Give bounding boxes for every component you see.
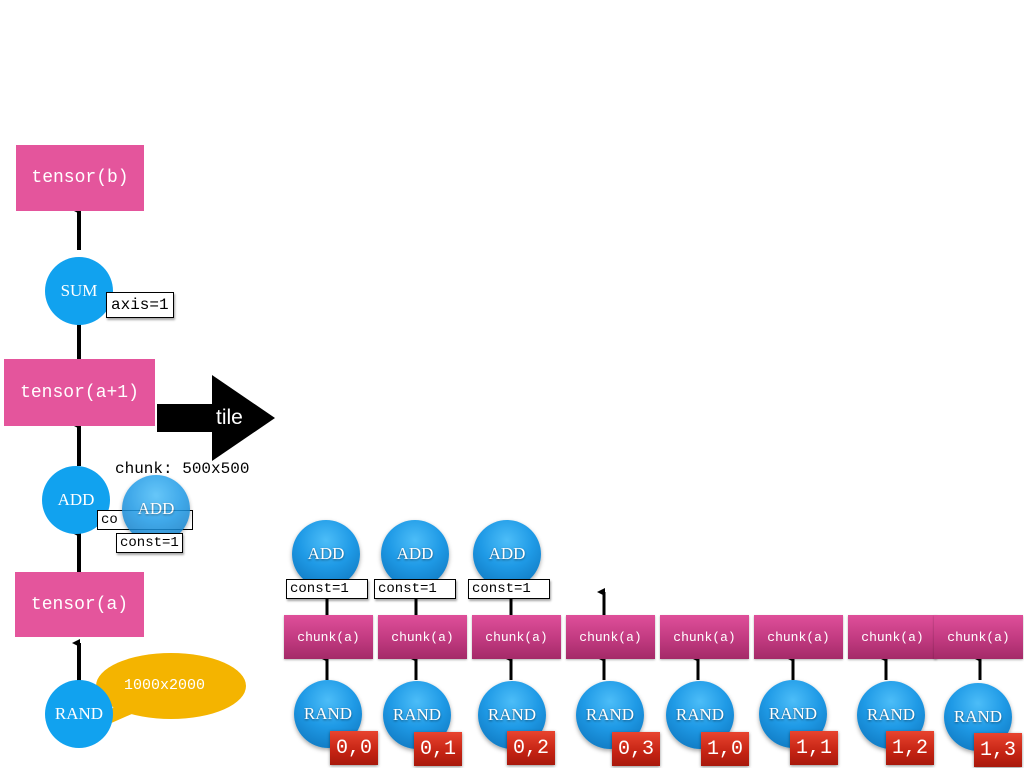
chunk-size-label: chunk: 500x500 xyxy=(115,460,250,478)
chunk-node-3: chunk(a) xyxy=(566,615,655,659)
chunk-const-label-1: const=1 xyxy=(374,579,456,599)
chunk-index-6: 1,2 xyxy=(886,731,934,765)
axis-param-label: axis=1 xyxy=(106,292,174,318)
chunk-rand-op-1: RAND xyxy=(383,681,451,749)
tensor-b-node: tensor(b) xyxy=(16,145,144,211)
tile-arrow xyxy=(157,375,275,461)
chunk-index-3: 0,3 xyxy=(612,732,660,766)
chunk-add-op-0: ADD xyxy=(292,520,360,588)
chunk-index-5: 1,1 xyxy=(790,731,838,765)
chunk-index-2: 0,2 xyxy=(507,731,555,765)
chunk-const-label-0: const=1 xyxy=(286,579,368,599)
chunk-index-4: 1,0 xyxy=(701,732,749,766)
chunk-const-label-2: const=1 xyxy=(468,579,550,599)
chunk-node-0: chunk(a) xyxy=(284,615,373,659)
rand-op-node: RAND xyxy=(45,680,113,748)
ghost-const-param-label: const=1 xyxy=(116,533,183,553)
chunk-node-4: chunk(a) xyxy=(660,615,749,659)
tensor-a-node: tensor(a) xyxy=(15,572,144,637)
ghost-add-op-node: ADD xyxy=(122,475,190,543)
chunk-node-7: chunk(a) xyxy=(934,615,1023,659)
chunk-index-1: 0,1 xyxy=(414,732,462,766)
chunk-add-op-1: ADD xyxy=(381,520,449,588)
tensor-a1-node: tensor(a+1) xyxy=(4,359,155,426)
chunk-add-op-2: ADD xyxy=(473,520,541,588)
chunk-node-1: chunk(a) xyxy=(378,615,467,659)
chunk-node-2: chunk(a) xyxy=(472,615,561,659)
shape-bubble xyxy=(96,653,246,728)
chunk-index-0: 0,0 xyxy=(330,731,378,765)
chunk-index-7: 1,3 xyxy=(974,733,1022,767)
tile-label: tile xyxy=(216,406,243,429)
chunk-node-6: chunk(a) xyxy=(848,615,937,659)
chunk-node-5: chunk(a) xyxy=(754,615,843,659)
shape-label: 1000x2000 xyxy=(124,677,206,694)
sum-op-node: SUM xyxy=(45,257,113,325)
